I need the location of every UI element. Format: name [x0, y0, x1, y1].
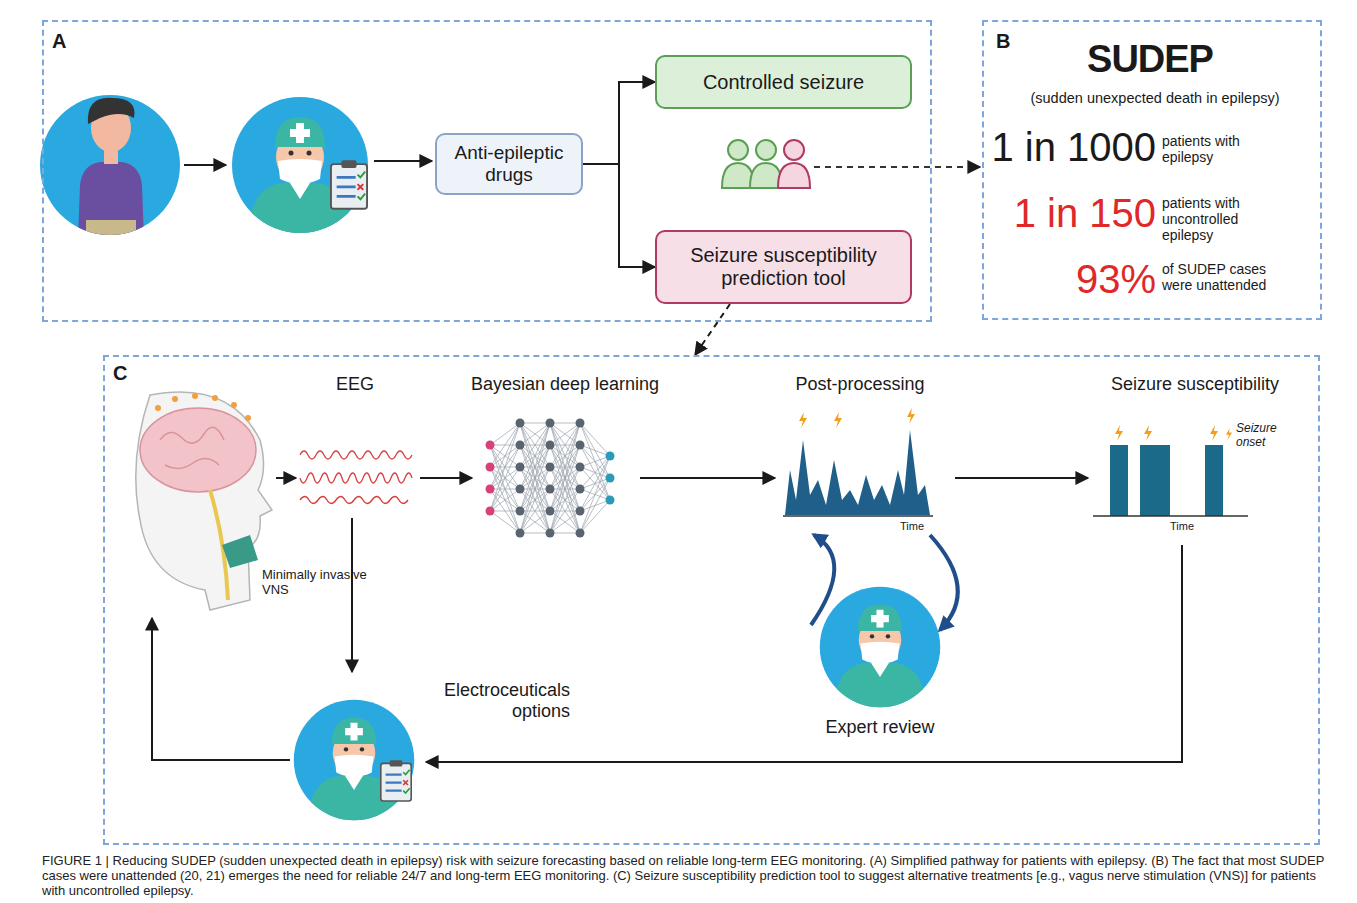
- panel-text: C: [113, 362, 143, 385]
- panel-text: patients with uncontrolled epilepsy: [1162, 195, 1280, 243]
- stage-label: Seizure susceptibility: [1085, 374, 1305, 395]
- outcome-box: Controlled seizure: [655, 55, 912, 109]
- box-label: Controlled seizure: [703, 71, 864, 94]
- panel-text: 93%: [986, 256, 1156, 302]
- flow-arrow: [583, 82, 655, 164]
- panel-text: of SUDEP cases were unattended: [1162, 261, 1272, 293]
- panel-text: (sudden unexpected death in epilepsy): [1000, 90, 1310, 107]
- figure-caption: FIGURE 1 | Reducing SUDEP (sudden unexpe…: [42, 853, 1334, 898]
- stage-label: Post-processing: [780, 374, 940, 395]
- panel-text: B: [996, 30, 1026, 53]
- stage-label: Expert review: [810, 717, 950, 738]
- flow-arrow: [583, 164, 655, 267]
- stage-label: Time: [900, 520, 940, 533]
- panel-text: patients with epilepsy: [1162, 133, 1272, 165]
- stage-label: Bayesian deep learning: [455, 374, 675, 395]
- stage-label: Electroceuticals options: [420, 680, 570, 721]
- stage-label: EEG: [320, 374, 390, 395]
- panel-text: 1 in 1000: [986, 124, 1156, 170]
- tool-box: Seizure susceptibility prediction tool: [655, 230, 912, 304]
- process-box: Anti-epileptic drugs: [435, 133, 583, 195]
- panel-text: SUDEP: [1030, 38, 1270, 82]
- stage-label: Seizure onset: [1236, 422, 1296, 450]
- box-label: Seizure susceptibility prediction tool: [667, 244, 900, 290]
- stage-label: Minimally invasive VNS: [262, 568, 382, 598]
- panel-frame: A Anti-epileptic drugs Controlled seizureS…: [42, 20, 932, 322]
- box-label: Anti-epileptic drugs: [447, 142, 571, 186]
- flow-arrow: [695, 304, 730, 355]
- panel-frame: BSUDEP (sudden unexpected death in epilep…: [982, 20, 1322, 320]
- stage-label: Time: [1170, 520, 1210, 533]
- panel-text: A: [52, 30, 82, 53]
- panel-frame: C: [103, 355, 1320, 845]
- panel-text: 1 in 150: [986, 190, 1156, 236]
